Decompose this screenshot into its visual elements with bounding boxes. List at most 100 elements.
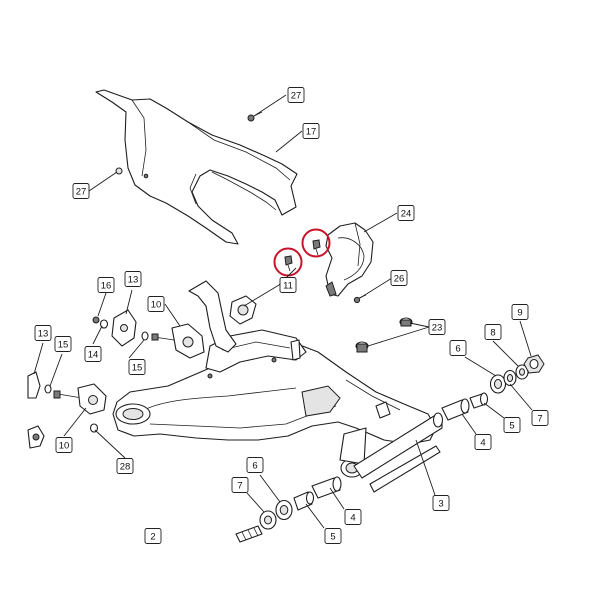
callout-2: 2 <box>144 528 162 544</box>
cap-23-upper <box>399 317 413 327</box>
screw-11-right <box>312 239 321 256</box>
callout-10: 10 <box>147 296 165 312</box>
screw-27-upper <box>247 111 263 122</box>
callout-number: 8 <box>490 328 495 339</box>
callout-number: 6 <box>252 461 257 472</box>
callout-number: 27 <box>76 187 87 198</box>
callout-number: 10 <box>59 441 70 452</box>
callout-box <box>97 277 115 293</box>
callout-box <box>246 457 264 473</box>
callout-6: 6 <box>246 457 264 473</box>
callout-box <box>324 528 342 544</box>
callout-number: 5 <box>509 421 514 432</box>
callout-box <box>503 417 521 433</box>
callout-17: 17 <box>302 123 320 139</box>
callout-number: 14 <box>88 350 99 361</box>
callout-4: 4 <box>344 509 362 525</box>
adjuster-plate-13-mid <box>111 309 137 347</box>
callout-box <box>147 296 165 312</box>
spacer-5-right <box>469 392 489 409</box>
callout-27: 27 <box>72 183 90 199</box>
callout-box <box>344 509 362 525</box>
callout-box <box>474 434 492 450</box>
callout-number: 15 <box>58 340 69 351</box>
callout-box <box>128 359 146 375</box>
callout-15: 15 <box>54 336 72 352</box>
bolt-2 <box>235 525 263 543</box>
callout-number: 6 <box>455 344 460 355</box>
callout-28: 28 <box>116 458 134 474</box>
callout-box <box>279 277 297 293</box>
washer-8-right <box>515 364 529 380</box>
callout-box <box>397 205 415 221</box>
callout-13: 13 <box>34 325 52 341</box>
chain-adjuster-10-left <box>53 383 107 415</box>
washer-6-lower <box>275 499 293 521</box>
callout-24: 24 <box>397 205 415 221</box>
callout-box <box>449 340 467 356</box>
callout-number: 13 <box>128 275 139 286</box>
callout-box <box>302 123 320 139</box>
callout-box <box>144 528 162 544</box>
callout-box <box>511 304 529 320</box>
callout-box <box>55 437 73 453</box>
spacer-4-lower <box>311 476 342 499</box>
adjuster-plate-13-left <box>27 371 41 399</box>
callout-9: 9 <box>511 304 529 320</box>
bolt-16 <box>92 316 100 324</box>
washer-6-right <box>489 374 507 394</box>
nut-9 <box>523 354 545 374</box>
callout-number: 28 <box>120 462 131 473</box>
washer-7-right <box>503 369 517 387</box>
callout-number: 4 <box>480 438 485 449</box>
sprocket-cover-part <box>325 222 374 297</box>
adjuster-piece-lower-left <box>27 425 45 449</box>
callout-15: 15 <box>128 359 146 375</box>
callout-box <box>484 324 502 340</box>
callout-number: 15 <box>132 363 143 374</box>
callout-5: 5 <box>503 417 521 433</box>
callout-5: 5 <box>324 528 342 544</box>
callout-box <box>54 336 72 352</box>
cap-23-lower <box>355 341 369 353</box>
callout-27: 27 <box>287 87 305 103</box>
callout-number: 7 <box>537 414 542 425</box>
callout-box <box>287 87 305 103</box>
washer-15-left <box>44 384 52 394</box>
washer-7-lower <box>259 510 277 530</box>
washer-15-mid <box>141 331 149 341</box>
screw-11-left <box>284 255 293 272</box>
callout-number: 9 <box>517 308 522 319</box>
callout-box <box>432 495 450 511</box>
spacer-4-right <box>441 398 470 421</box>
callout-26: 26 <box>390 270 408 286</box>
callout-4: 4 <box>474 434 492 450</box>
callout-14: 14 <box>84 346 102 362</box>
callout-13: 13 <box>124 271 142 287</box>
callout-3: 3 <box>432 495 450 511</box>
chain-guard-part <box>95 89 298 245</box>
callout-number: 2 <box>150 532 155 543</box>
cap-28 <box>89 423 99 433</box>
callout-labels: 2717272411261613101415131510282398675436… <box>34 87 549 544</box>
callout-10: 10 <box>55 437 73 453</box>
callout-box <box>124 271 142 287</box>
callout-16: 16 <box>97 277 115 293</box>
callout-number: 10 <box>151 300 162 311</box>
callout-7: 7 <box>531 410 549 426</box>
callout-box <box>116 458 134 474</box>
callout-box <box>231 477 249 493</box>
callout-box <box>428 319 446 335</box>
callout-number: 16 <box>101 281 112 292</box>
callout-box <box>72 183 90 199</box>
washer-14 <box>99 319 109 329</box>
spacer-5-lower <box>293 491 315 511</box>
callout-box <box>531 410 549 426</box>
callout-box <box>34 325 52 341</box>
callout-number: 26 <box>394 274 405 285</box>
screw-26 <box>353 294 367 304</box>
callout-number: 23 <box>432 323 443 334</box>
callout-number: 13 <box>38 329 49 340</box>
callout-11: 11 <box>279 277 297 293</box>
